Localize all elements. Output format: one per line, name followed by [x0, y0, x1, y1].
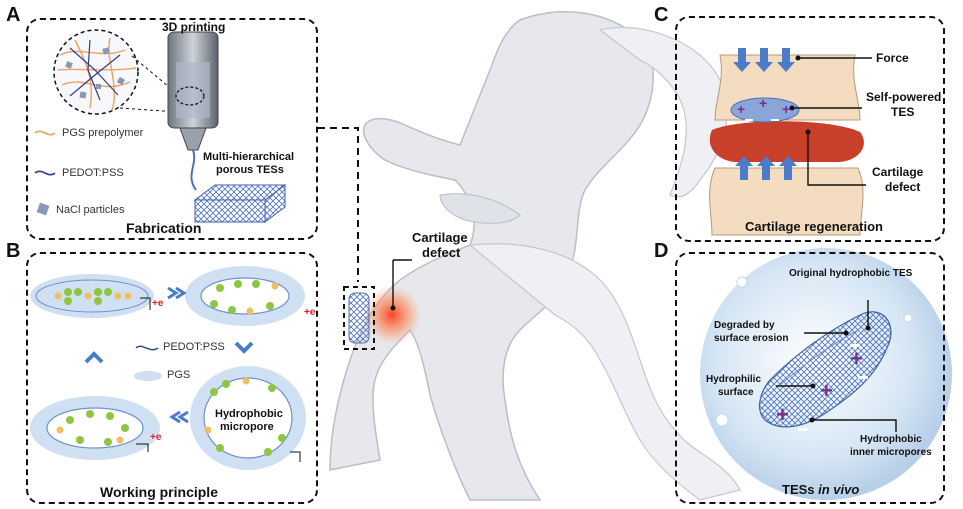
tes-label-line2: porous TESs	[216, 164, 284, 176]
panel-b-box	[26, 252, 318, 504]
prepolymer-label: PGS prepolymer	[62, 127, 144, 139]
micropore-line1: Hydrophobic	[215, 408, 283, 420]
micropore-line2: micropore	[220, 421, 274, 433]
fabrication-caption: Fabrication	[126, 220, 202, 236]
panel-d-letter: D	[654, 240, 669, 262]
pedot-label-b: PEDOT:PSS	[163, 341, 225, 353]
charge-symbol-3: +e	[150, 432, 162, 443]
svg-text:+: +	[776, 402, 789, 427]
hydrophilic-line1: Hydrophilic	[706, 374, 762, 385]
svg-text:+: +	[737, 101, 745, 117]
center-defect-line1: Cartilage	[412, 230, 468, 245]
cartilage-defect-c-line2: defect	[885, 180, 921, 194]
tes-in-vivo-caption: TESs in vivo	[782, 482, 859, 497]
charge-symbol-2: +e	[304, 307, 316, 318]
hydrophilic-line2: surface	[718, 387, 754, 398]
panel-d-box	[675, 252, 945, 504]
svg-text:+: +	[820, 378, 833, 403]
panel-a-graphics	[34, 29, 287, 223]
tes-in-vivo-prefix: TESs	[782, 482, 819, 497]
svg-text:+: +	[759, 95, 767, 111]
cartilage-defect-c-line1: Cartilage	[872, 165, 924, 179]
self-powered-line2: TES	[891, 105, 915, 119]
panel-a-letter: A	[6, 4, 21, 26]
force-label: Force	[876, 51, 909, 65]
working-principle-caption: Working principle	[100, 484, 218, 500]
pedot-label-a: PEDOT:PSS	[62, 167, 124, 179]
pgs-label: PGS	[167, 369, 191, 381]
panel-b-graphics	[30, 266, 306, 470]
runner-figure	[329, 11, 741, 501]
nacl-label: NaCl particles	[56, 204, 125, 216]
inner-micropores-line2: inner micropores	[850, 447, 932, 458]
panel-d-graphics: + + +	[700, 248, 952, 500]
cartilage-regeneration-caption: Cartilage regeneration	[745, 219, 883, 234]
panel-c-letter: C	[654, 4, 669, 26]
panel-c-box	[675, 16, 945, 242]
tes-label-line1: Multi-hierarchical	[203, 151, 295, 163]
center-defect-line2: defect	[422, 245, 461, 260]
svg-text:+: +	[850, 346, 863, 371]
original-tes-label: Original hydrophobic TES	[789, 268, 913, 279]
panel-c-graphics: + + +	[709, 48, 872, 236]
degraded-line1: Degraded by	[714, 320, 775, 331]
tes-in-vivo-italic: in vivo	[818, 482, 860, 497]
self-powered-line1: Self-powered	[866, 90, 942, 104]
panel-b-letter: B	[6, 240, 21, 262]
inner-micropores-line1: Hydrophobic	[860, 434, 922, 445]
svg-text:+: +	[782, 101, 790, 117]
panel-a-box	[26, 18, 318, 240]
degraded-line2: surface erosion	[714, 333, 789, 344]
charge-symbol-1: +e	[152, 298, 164, 309]
printing-label: 3D printing	[162, 20, 226, 34]
